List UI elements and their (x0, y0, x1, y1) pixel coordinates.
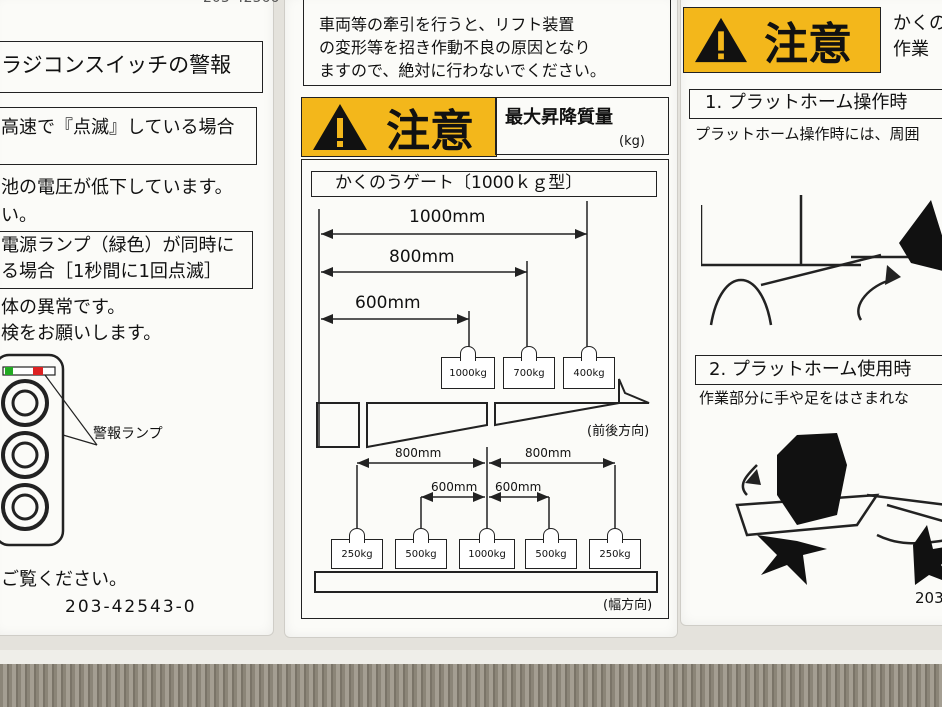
top-text-line3: ますので、絶対に行わないでください。 (319, 61, 606, 80)
left-box1 (0, 107, 257, 165)
center-label-panel: 車両等の牽引を行うと、リフト装置 の変形等を招き作動不良の原因となり ますので、… (284, 0, 678, 638)
section1-title: 1. プラットホーム操作時 (705, 92, 908, 113)
top-text-box (303, 0, 671, 86)
load-weight-front: 1000kg (441, 357, 495, 389)
load-weight-front: 700kg (503, 357, 555, 389)
warning-triangle-icon (313, 104, 367, 150)
dist-600-label: 600mm (355, 293, 421, 313)
right-side-line1: かくの (893, 13, 942, 34)
load-weight-width: 250kg (589, 539, 641, 569)
bottom-edge-texture (0, 650, 942, 707)
unit-label: (kg) (619, 134, 645, 149)
section1-box (689, 89, 942, 119)
left-top-code: 203-42566-0 (203, 0, 293, 5)
platform-operation-illustration (701, 195, 942, 326)
gate-label: かくのうゲート〔1000ｋｇ型〕 (335, 173, 583, 193)
dist-1000-label: 1000mm (409, 207, 486, 227)
section1-text: プラットホーム操作時には、周囲 (695, 125, 920, 143)
section2-box (695, 355, 942, 385)
diagram-frame (301, 159, 669, 619)
width-direction-label: (幅方向) (603, 598, 653, 613)
remote-switch-illustration (0, 353, 98, 547)
right-caution-label: 注意 (764, 19, 852, 70)
width-800-left-label: 800mm (395, 446, 442, 460)
right-side-line2: 作業 (893, 39, 929, 60)
hand-pinch-illustration (735, 433, 942, 585)
left-line5: ご覧ください。 (1, 569, 127, 590)
left-line2: い。 (1, 205, 37, 226)
caution-badge: 注意 (301, 97, 497, 157)
top-text-line2: の変形等を招き作動不良の原因となり (319, 38, 591, 57)
left-label-panel: 203-42566-0 ラジコンスイッチの警報 高速で『点滅』している場合 池の… (0, 0, 293, 636)
section2-title: 2. プラットホーム使用時 (709, 359, 912, 380)
left-box2 (0, 231, 253, 289)
load-weight-width: 500kg (525, 539, 577, 569)
left-box2-line1: 電源ランプ（緑色）が同時に (1, 235, 235, 256)
load-weight-width: 500kg (395, 539, 447, 569)
left-box2-line2: る場合［1秒間に1回点滅］ (1, 261, 222, 282)
dist-800-label: 800mm (389, 247, 455, 267)
right-label-panel: 注意 かくの 作業 1. プラットホーム操作時 プラットホーム操作時には、周囲 … (680, 0, 942, 626)
left-header-box (0, 41, 263, 93)
gate-label-box (311, 171, 657, 197)
load-weight-width: 1000kg (459, 539, 515, 569)
left-box1-text: 高速で『点滅』している場合 (1, 117, 235, 138)
caution-label: 注意 (386, 106, 474, 157)
alarm-lamp-callout: 警報ランプ (93, 426, 163, 442)
right-caution-badge: 注意 (683, 7, 881, 73)
left-line1: 池の電圧が低下しています。 (1, 177, 233, 198)
width-800-right-label: 800mm (525, 446, 572, 460)
width-600-left-label: 600mm (431, 480, 478, 494)
load-weight-front: 400kg (563, 357, 615, 389)
max-load-label: 最大昇降質量 (505, 107, 613, 128)
left-header: ラジコンスイッチの警報 (1, 53, 232, 77)
front-back-label: (前後方向) (587, 424, 650, 439)
warning-triangle-icon (695, 17, 747, 63)
left-line3: 体の異常です。 (1, 297, 126, 318)
left-line4: 検をお願いします。 (1, 323, 162, 344)
left-code: 203-42543-0 (65, 597, 197, 617)
load-diagram (314, 201, 658, 593)
top-text-line1: 車両等の牽引を行うと、リフト装置 (319, 15, 575, 34)
right-code: 203 (915, 589, 942, 607)
section2-text: 作業部分に手や足をはさまれな (699, 389, 910, 407)
width-600-right-label: 600mm (495, 480, 542, 494)
load-weight-width: 250kg (331, 539, 383, 569)
max-load-box (495, 97, 669, 155)
